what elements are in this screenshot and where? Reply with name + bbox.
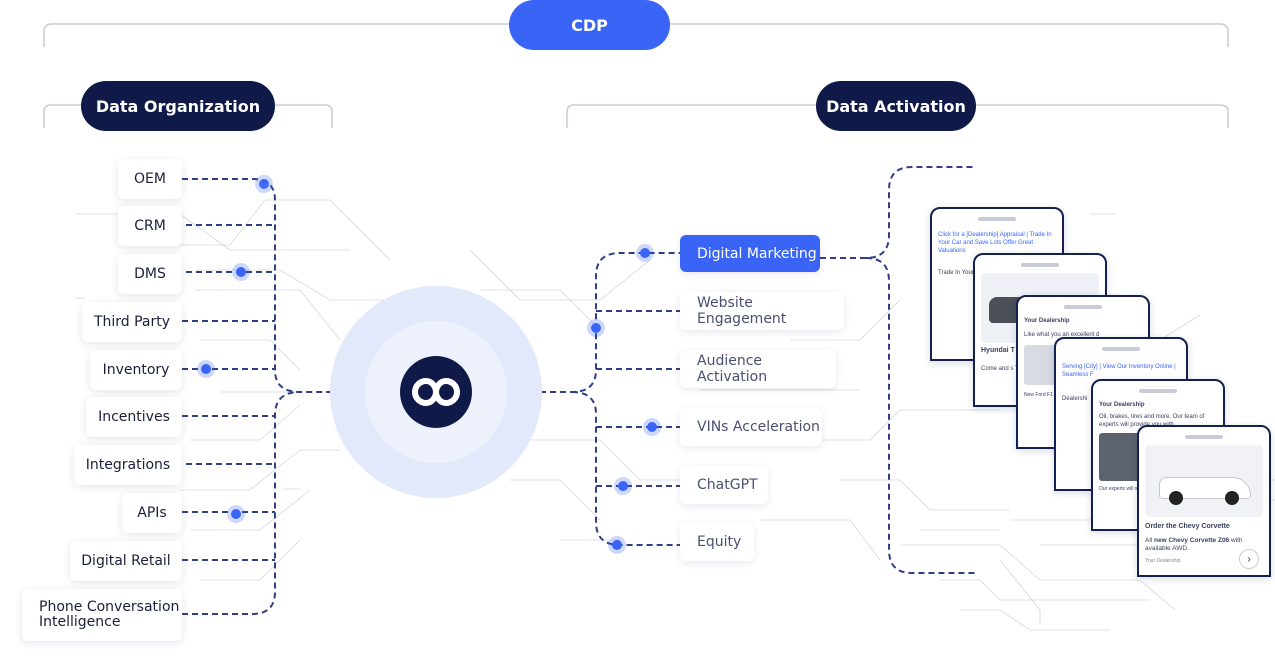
- data-organization-pill: Data Organization: [81, 81, 275, 131]
- source-digital-retail[interactable]: Digital Retail: [70, 541, 182, 581]
- signal-dot: [640, 248, 650, 258]
- phone-ad-preview-6: Order the Chevy Corvette All new Chevy C…: [1137, 425, 1271, 577]
- source-label: Inventory: [102, 362, 170, 378]
- source-label: DMS: [134, 266, 166, 282]
- brand-name: Your Dealership: [1145, 558, 1181, 564]
- cdp-label: CDP: [571, 15, 608, 35]
- source-dms[interactable]: DMS: [118, 254, 182, 294]
- activation-chatgpt[interactable]: ChatGPT: [680, 466, 768, 504]
- source-label: Incentives: [98, 409, 170, 425]
- activation-label: ChatGPT: [697, 477, 758, 493]
- activation-label: Equity: [697, 534, 742, 550]
- activation-bracket: [566, 104, 1229, 128]
- source-inventory[interactable]: Inventory: [90, 350, 182, 390]
- signal-dot: [231, 509, 241, 519]
- source-phone-conversation-intelligence[interactable]: Phone Conversation Intelligence: [22, 589, 182, 641]
- source-label: Integrations: [85, 457, 171, 473]
- source-label: Digital Retail: [81, 553, 171, 569]
- signal-dot: [591, 323, 601, 333]
- activation-label: Audience Activation: [697, 353, 768, 385]
- left-connectors: [166, 166, 975, 615]
- source-third-party[interactable]: Third Party: [82, 302, 182, 342]
- ad-body: Trade In Your Valuations: [938, 270, 1004, 276]
- signal-dot: [612, 540, 622, 550]
- activation-equity[interactable]: Equity: [680, 523, 754, 561]
- activation-digital-marketing[interactable]: Digital Marketing: [680, 235, 820, 272]
- brand-name: Your Dealership: [1024, 318, 1070, 324]
- background-network: [75, 199, 1275, 631]
- activation-label: Website Engagement: [697, 295, 787, 327]
- activation-vins-acceleration[interactable]: VINs Acceleration: [680, 408, 822, 446]
- ad-body: All new Chevy Corvette Z06 with availabl…: [1139, 537, 1269, 553]
- corvette-image: [1145, 445, 1263, 517]
- activation-label: Digital Marketing: [697, 245, 817, 262]
- signal-dot: [647, 422, 657, 432]
- ad-body: Oil, brakes, tires and more. Our team of…: [1099, 414, 1205, 428]
- ad-headline: Serving [City] | View Our Inventory Onli…: [1062, 364, 1176, 378]
- ad-body: Dealershi: [1062, 396, 1088, 402]
- signal-dots: [201, 179, 657, 550]
- source-label: OEM: [134, 171, 166, 187]
- infinity-icon: [412, 377, 460, 407]
- source-incentives[interactable]: Incentives: [86, 397, 182, 437]
- organization-bracket: [43, 104, 333, 128]
- organization-label: Data Organization: [95, 96, 261, 116]
- ad-title: Order the Chevy Corvette: [1145, 523, 1230, 530]
- ad-body: Like what you an excellent d: [1024, 332, 1100, 338]
- data-activation-pill: Data Activation: [816, 81, 976, 131]
- signal-dot: [201, 364, 211, 374]
- cdp-bracket: [43, 23, 1229, 47]
- signal-dot: [618, 481, 628, 491]
- chevron-right-icon[interactable]: ›: [1239, 549, 1259, 569]
- source-apis[interactable]: APIs: [122, 493, 182, 533]
- cdp-pill: CDP: [509, 0, 670, 50]
- ad-body-bold: new Chevy Corvette Z06: [1154, 537, 1230, 544]
- activation-website-engagement[interactable]: Website Engagement: [680, 292, 844, 330]
- source-label: Third Party: [93, 314, 171, 330]
- ad-body: Come and s Tucson for: [981, 366, 1044, 372]
- activation-label: Data Activation: [826, 96, 966, 116]
- brand-name: Your Dealership: [1099, 402, 1145, 408]
- source-label: CRM: [134, 218, 166, 234]
- ad-body-text: All: [1145, 537, 1155, 544]
- ad-body-text: with available AWD.: [1145, 537, 1243, 552]
- source-oem[interactable]: OEM: [118, 159, 182, 199]
- activation-label: VINs Acceleration: [697, 419, 820, 435]
- source-crm[interactable]: CRM: [118, 206, 182, 246]
- signal-dot: [236, 267, 246, 277]
- price-text: New Ford F1 $41,400: [1024, 392, 1073, 398]
- source-label: Phone Conversation Intelligence: [39, 599, 180, 630]
- activation-audience-activation[interactable]: Audience Activation: [680, 350, 836, 388]
- ad-headline: Click for a [Dealership] Appraisal | Tra…: [938, 232, 1052, 254]
- source-integrations[interactable]: Integrations: [74, 445, 182, 485]
- ad-title: Hyundai T: [981, 347, 1015, 354]
- source-label: APIs: [137, 505, 167, 521]
- signal-dot: [259, 179, 269, 189]
